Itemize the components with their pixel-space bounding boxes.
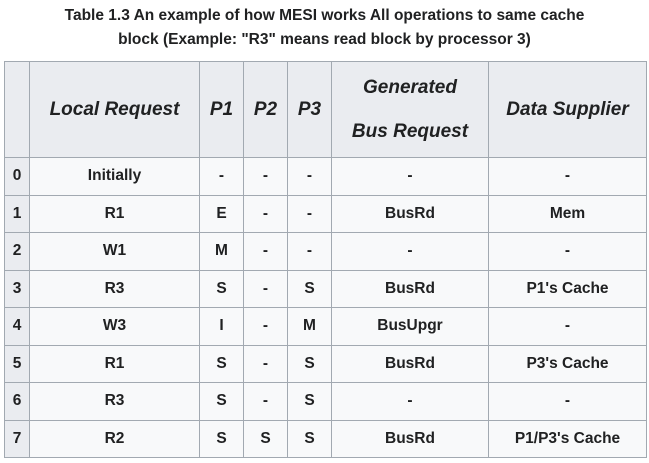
p3-state-cell: M xyxy=(287,307,332,346)
table-row: 5 R1 S - S BusRd P3's Cache xyxy=(4,344,647,383)
data-supplier-cell: Mem xyxy=(488,194,647,233)
header-local-request: Local Request xyxy=(29,61,200,158)
p3-state-cell: S xyxy=(287,382,332,421)
local-request-cell: R3 xyxy=(29,382,200,421)
bus-request-cell: BusRd xyxy=(331,194,489,233)
local-request-cell: W1 xyxy=(29,232,200,271)
p1-state-cell: E xyxy=(199,194,244,233)
header-bus-request: Generated Bus Request xyxy=(331,61,489,158)
p2-state-cell: - xyxy=(243,344,288,383)
p3-state-cell: S xyxy=(287,344,332,383)
table-caption: Table 1.3 An example of how MESI works A… xyxy=(0,4,649,52)
table-row: 2 W1 M - - - - xyxy=(4,232,647,271)
row-index: 5 xyxy=(4,344,30,383)
table-row: 6 R3 S - S - - xyxy=(4,382,647,421)
caption-line-1: Table 1.3 An example of how MESI works A… xyxy=(64,7,585,24)
header-p1: P1 xyxy=(199,61,244,158)
p1-state-cell: M xyxy=(199,232,244,271)
bus-request-cell: BusUpgr xyxy=(331,307,489,346)
p3-state-cell: - xyxy=(287,232,332,271)
data-supplier-cell: - xyxy=(488,307,647,346)
p1-state-cell: S xyxy=(199,419,244,458)
local-request-cell: W3 xyxy=(29,307,200,346)
row-index: 0 xyxy=(4,157,30,196)
row-index: 3 xyxy=(4,269,30,308)
header-index xyxy=(4,61,30,158)
local-request-cell: R2 xyxy=(29,419,200,458)
p3-state-cell: - xyxy=(287,194,332,233)
local-request-cell: R3 xyxy=(29,269,200,308)
data-supplier-cell: P1/P3's Cache xyxy=(488,419,647,458)
header-p3: P3 xyxy=(287,61,332,158)
row-index: 2 xyxy=(4,232,30,271)
p3-state-cell: S xyxy=(287,419,332,458)
row-index: 6 xyxy=(4,382,30,421)
p2-state-cell: S xyxy=(243,419,288,458)
p2-state-cell: - xyxy=(243,157,288,196)
p2-state-cell: - xyxy=(243,307,288,346)
mesi-table: Local Request P1 P2 P3 Generated Bus Req… xyxy=(4,61,647,458)
header-data-supplier: Data Supplier xyxy=(488,61,647,158)
data-supplier-cell: - xyxy=(488,382,647,421)
bus-request-cell: - xyxy=(331,232,489,271)
p2-state-cell: - xyxy=(243,194,288,233)
header-bus-request-line2: Bus Request xyxy=(351,120,469,142)
caption-line-2: block (Example: "R3" means read block by… xyxy=(118,31,531,48)
bus-request-cell: - xyxy=(331,382,489,421)
table-row: 3 R3 S - S BusRd P1's Cache xyxy=(4,269,647,308)
row-index: 7 xyxy=(4,419,30,458)
p1-state-cell: - xyxy=(199,157,244,196)
data-supplier-cell: P3's Cache xyxy=(488,344,647,383)
bus-request-cell: - xyxy=(331,157,489,196)
data-supplier-cell: P1's Cache xyxy=(488,269,647,308)
p1-state-cell: S xyxy=(199,344,244,383)
bus-request-cell: BusRd xyxy=(331,269,489,308)
table-row: 1 R1 E - - BusRd Mem xyxy=(4,194,647,233)
local-request-cell: Initially xyxy=(29,157,200,196)
row-index: 1 xyxy=(4,194,30,233)
local-request-cell: R1 xyxy=(29,194,200,233)
data-supplier-cell: - xyxy=(488,157,647,196)
bus-request-cell: BusRd xyxy=(331,419,489,458)
p2-state-cell: - xyxy=(243,269,288,308)
row-index: 4 xyxy=(4,307,30,346)
p1-state-cell: S xyxy=(199,382,244,421)
table-row: 7 R2 S S S BusRd P1/P3's Cache xyxy=(4,419,647,458)
table-row: 4 W3 I - M BusUpgr - xyxy=(4,307,647,346)
header-row: Local Request P1 P2 P3 Generated Bus Req… xyxy=(4,61,647,158)
header-bus-request-line1: Generated xyxy=(363,76,457,98)
p1-state-cell: I xyxy=(199,307,244,346)
p3-state-cell: S xyxy=(287,269,332,308)
p2-state-cell: - xyxy=(243,232,288,271)
header-p2: P2 xyxy=(243,61,288,158)
table-row: 0 Initially - - - - - xyxy=(4,157,647,196)
bus-request-cell: BusRd xyxy=(331,344,489,383)
p3-state-cell: - xyxy=(287,157,332,196)
data-supplier-cell: - xyxy=(488,232,647,271)
local-request-cell: R1 xyxy=(29,344,200,383)
p1-state-cell: S xyxy=(199,269,244,308)
p2-state-cell: - xyxy=(243,382,288,421)
